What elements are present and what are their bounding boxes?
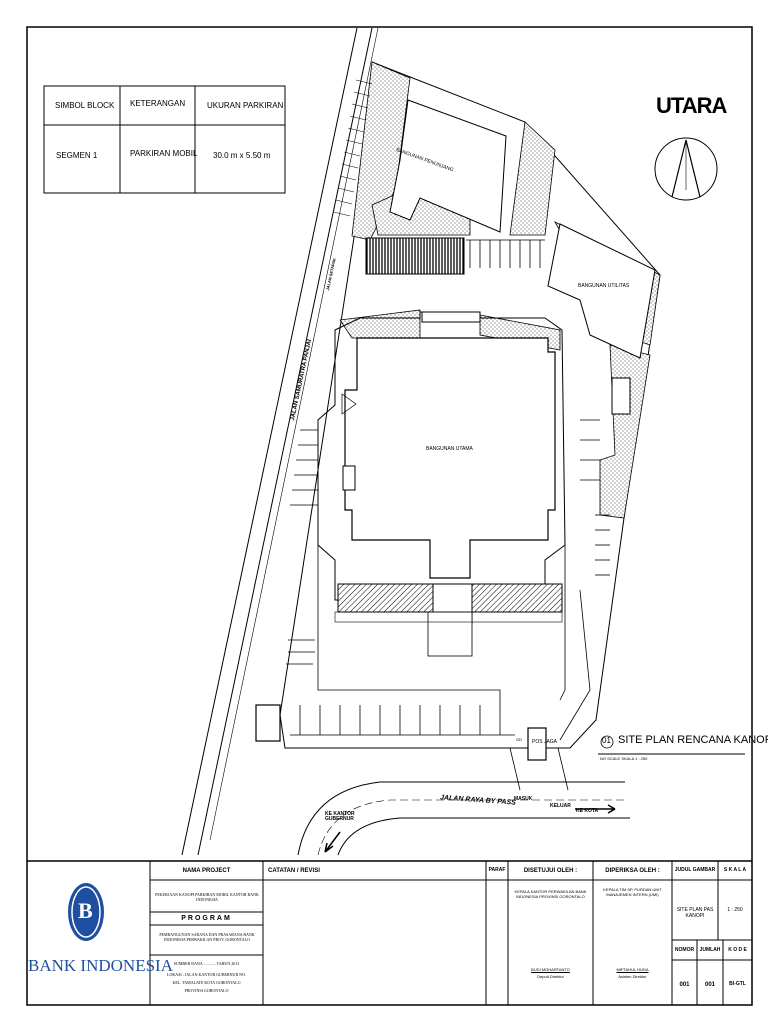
canopy-right [471,583,563,613]
building-utilitas [547,223,656,359]
label-gd: GD [516,737,522,742]
tb-diperiksa-pangkat: Asisten Direktur [618,974,647,979]
bottom-road [297,781,630,856]
drawing-number: 01 [602,736,611,745]
tb-jumlah-value: 001 [704,982,715,988]
tb-disetujui-pangkat: Deputi Direktur [537,974,564,979]
tb-skala-value: 1 : 250 [727,907,743,913]
tb-kode-label: K O D E [728,947,747,953]
tb-sumber-dana: SUMBER DANA : .......... TAHUN 2013 [173,961,240,966]
tb-catatan-label: CATATAN / REVISI [268,868,320,874]
legend-header-simbol: SIMBOL BLOCK [55,101,115,110]
arrow-to-kota-icon [575,804,616,814]
left-road [181,27,379,856]
drawing-title-bar [598,735,745,755]
legend-table [43,85,286,194]
tb-nama-project-value: PEKERJAAN KANOPI PARKIRAN MOBIL KANTOR B… [155,892,259,902]
tb-program-value: PEMBANGUNAN SARANA DAN PRASARANA BANK IN… [159,932,255,942]
tb-nomor-label: NOMOR [674,947,695,953]
tb-nomor-value: 001 [679,982,690,988]
tb-lokasi: LOKASI : JALAN KANTOR GUBERNUR NO. [167,972,246,977]
tb-disetujui-label: DISETUJUI OLEH : [523,868,578,874]
logo-mark: B [78,898,93,923]
tb-program-label: PROGRAM [181,915,232,922]
tb-judul-label: JUDUL GAMBAR [674,867,716,873]
tb-diperiksa-label: DIPERIKSA OLEH : [605,868,660,874]
legend-segmen: SEGMEN 1 [56,151,98,160]
drawing-subtitle: NO SCALE SKALA 1 : 250 [600,756,648,761]
tb-lokasi2: KEL. TAMALATE KOTA GORONTALO [172,980,241,985]
legend-header-ukuran: UKURAN PARKIRAN [207,101,284,110]
label-bangunan-utilitas: BANGUNAN UTILITAS [578,283,630,289]
north-arrow-icon [654,137,718,201]
label-to-gubernur: KE KANTOR GUBERNUR [325,811,355,822]
building-utama [344,337,556,579]
label-masuk: MASUK [514,796,533,802]
arrow-to-gubernur-icon [324,831,341,853]
tb-lokasi3: PROVINSI GORONTALO [184,988,229,993]
site-boundary [279,61,661,749]
tb-diperiksa-jabatan: KEPALA TIM SP, PURDAN UNIT MANAJEMEN INT… [603,887,662,897]
logo-name: BANK INDONESIA [28,956,173,975]
guard-post [527,727,547,761]
legend-keterangan: PARKIRAN MOBIL [130,149,198,158]
drawing-title: SITE PLAN RENCANA KANOPI [618,734,768,746]
tb-diperiksa-nama: MIFTAHUL HUDA [616,967,649,972]
tb-skala-label: S K A L A [723,867,747,873]
label-keluar: KELUAR [550,803,571,809]
tb-nama-project-label: NAMA PROJECT [182,868,231,874]
canopy-left [337,583,434,613]
building-penunjang [389,99,507,233]
tb-disetujui-jabatan: KEPALA KANTOR PERWAKILAN BANK INDONESIA … [514,889,587,899]
label-pos-jaga: POS JAGA [532,739,558,745]
label-bangunan-utama: BANGUNAN UTAMA [426,446,473,452]
tb-kode-value: BI-GTL [729,981,746,987]
tb-paraf-label: PARAF [488,867,506,873]
legend-ukuran: 30.0 m x 5.50 m [213,151,271,160]
sheet-frame [26,26,753,1006]
legend-header-keterangan: KETERANGAN [130,99,186,108]
bank-indonesia-logo-icon [68,883,104,941]
north-label: UTARA [656,93,727,118]
tb-jumlah-label: JUMLAH [699,947,721,953]
tb-disetujui-nama: BUDI MOHARTANTO [531,967,570,972]
label-to-kota: KE KOTA [576,808,599,814]
parking-segment-top [365,237,465,275]
title-block-grid [149,861,752,1005]
tb-judul-value: SITE PLAN PAS KANOPI [676,907,714,919]
